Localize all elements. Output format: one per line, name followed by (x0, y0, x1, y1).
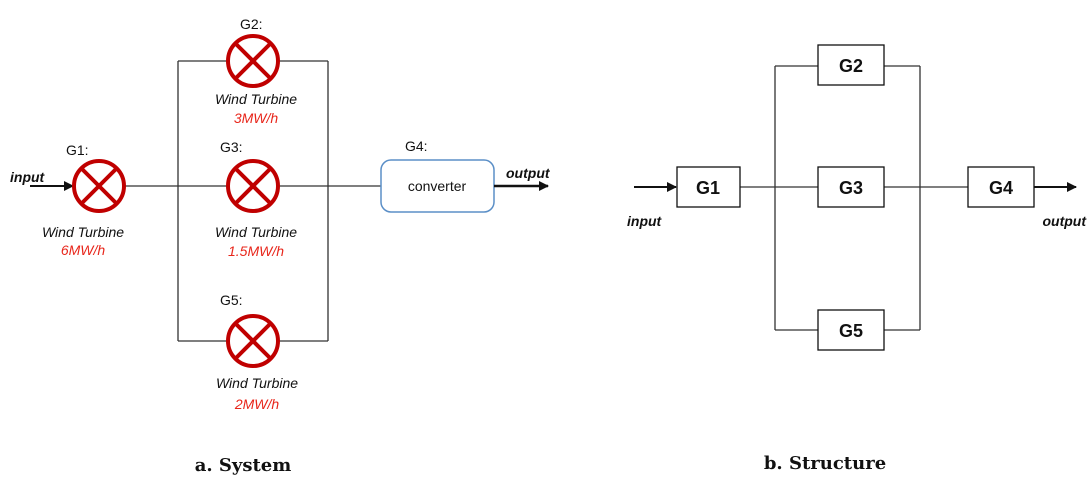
system-diagram: input G1: Wind Turbine 6MW/h G2: Wind Tu… (10, 16, 551, 476)
g2-name: G2: (240, 16, 263, 32)
g3-name: G3: (220, 139, 243, 155)
structure-wires (740, 65, 968, 331)
system-output-label: output (506, 165, 551, 181)
g5-type: Wind Turbine (216, 375, 298, 391)
g1-power: 6MW/h (61, 242, 106, 258)
turbine-g5 (226, 314, 280, 368)
block-g2 (817, 44, 885, 86)
block-g4 (967, 166, 1035, 208)
g2-type: Wind Turbine (215, 91, 297, 107)
g5-name: G5: (220, 292, 243, 308)
g5-power: 2MW/h (234, 396, 280, 412)
system-input-label: input (10, 169, 46, 185)
block-g2-label: G2 (839, 56, 863, 76)
g2-power: 3MW/h (234, 110, 279, 126)
structure-caption: b. Structure (764, 453, 886, 474)
g3-power: 1.5MW/h (228, 243, 284, 259)
structure-input-label: input (627, 213, 663, 229)
g1-type: Wind Turbine (42, 224, 124, 240)
turbine-g1 (72, 159, 126, 213)
system-caption: a. System (195, 455, 292, 476)
structure-diagram: input G1 G2 G3 G5 G4 output b. Structure (627, 44, 1087, 474)
block-g3 (817, 166, 885, 208)
block-g5 (817, 309, 885, 351)
block-g1 (676, 166, 741, 208)
g1-name: G1: (66, 142, 89, 158)
turbine-g3 (226, 159, 280, 213)
g4-name: G4: (405, 138, 428, 154)
block-g5-label: G5 (839, 321, 863, 341)
structure-output-label: output (1042, 213, 1087, 229)
block-g4-label: G4 (989, 178, 1013, 198)
turbine-g2 (226, 34, 280, 88)
converter-label: converter (408, 178, 467, 194)
g3-type: Wind Turbine (215, 224, 297, 240)
block-g3-label: G3 (839, 178, 863, 198)
block-g1-label: G1 (696, 178, 720, 198)
